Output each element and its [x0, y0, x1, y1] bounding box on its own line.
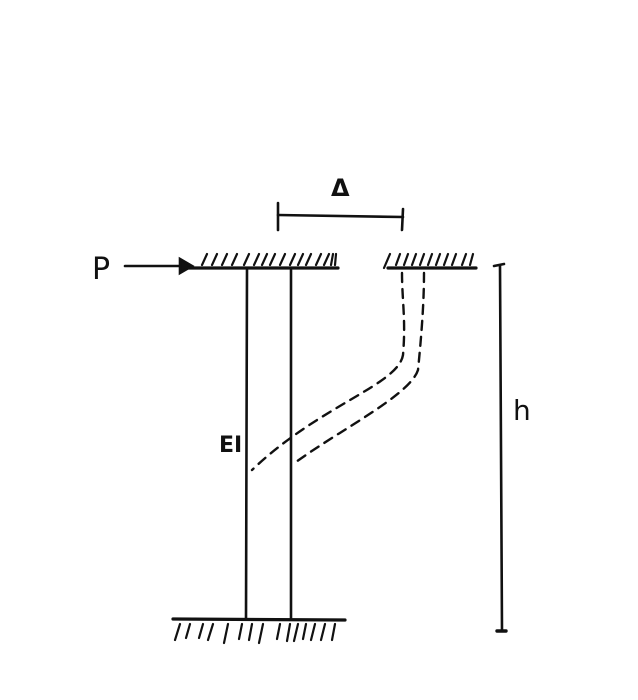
displacement-label: Δ [331, 174, 350, 202]
height-dimension [492, 262, 508, 633]
load-label: P [92, 252, 110, 287]
stiffness-label: EI [219, 433, 242, 458]
column [244, 268, 293, 620]
arrowhead-icon [178, 256, 195, 276]
deflected-column [250, 271, 426, 472]
base-support [171, 617, 347, 645]
load-arrow [123, 256, 195, 276]
displacement-dimension [276, 201, 405, 232]
height-label: h [513, 394, 531, 427]
top-support-right [382, 252, 478, 270]
top-support-left [186, 252, 340, 270]
